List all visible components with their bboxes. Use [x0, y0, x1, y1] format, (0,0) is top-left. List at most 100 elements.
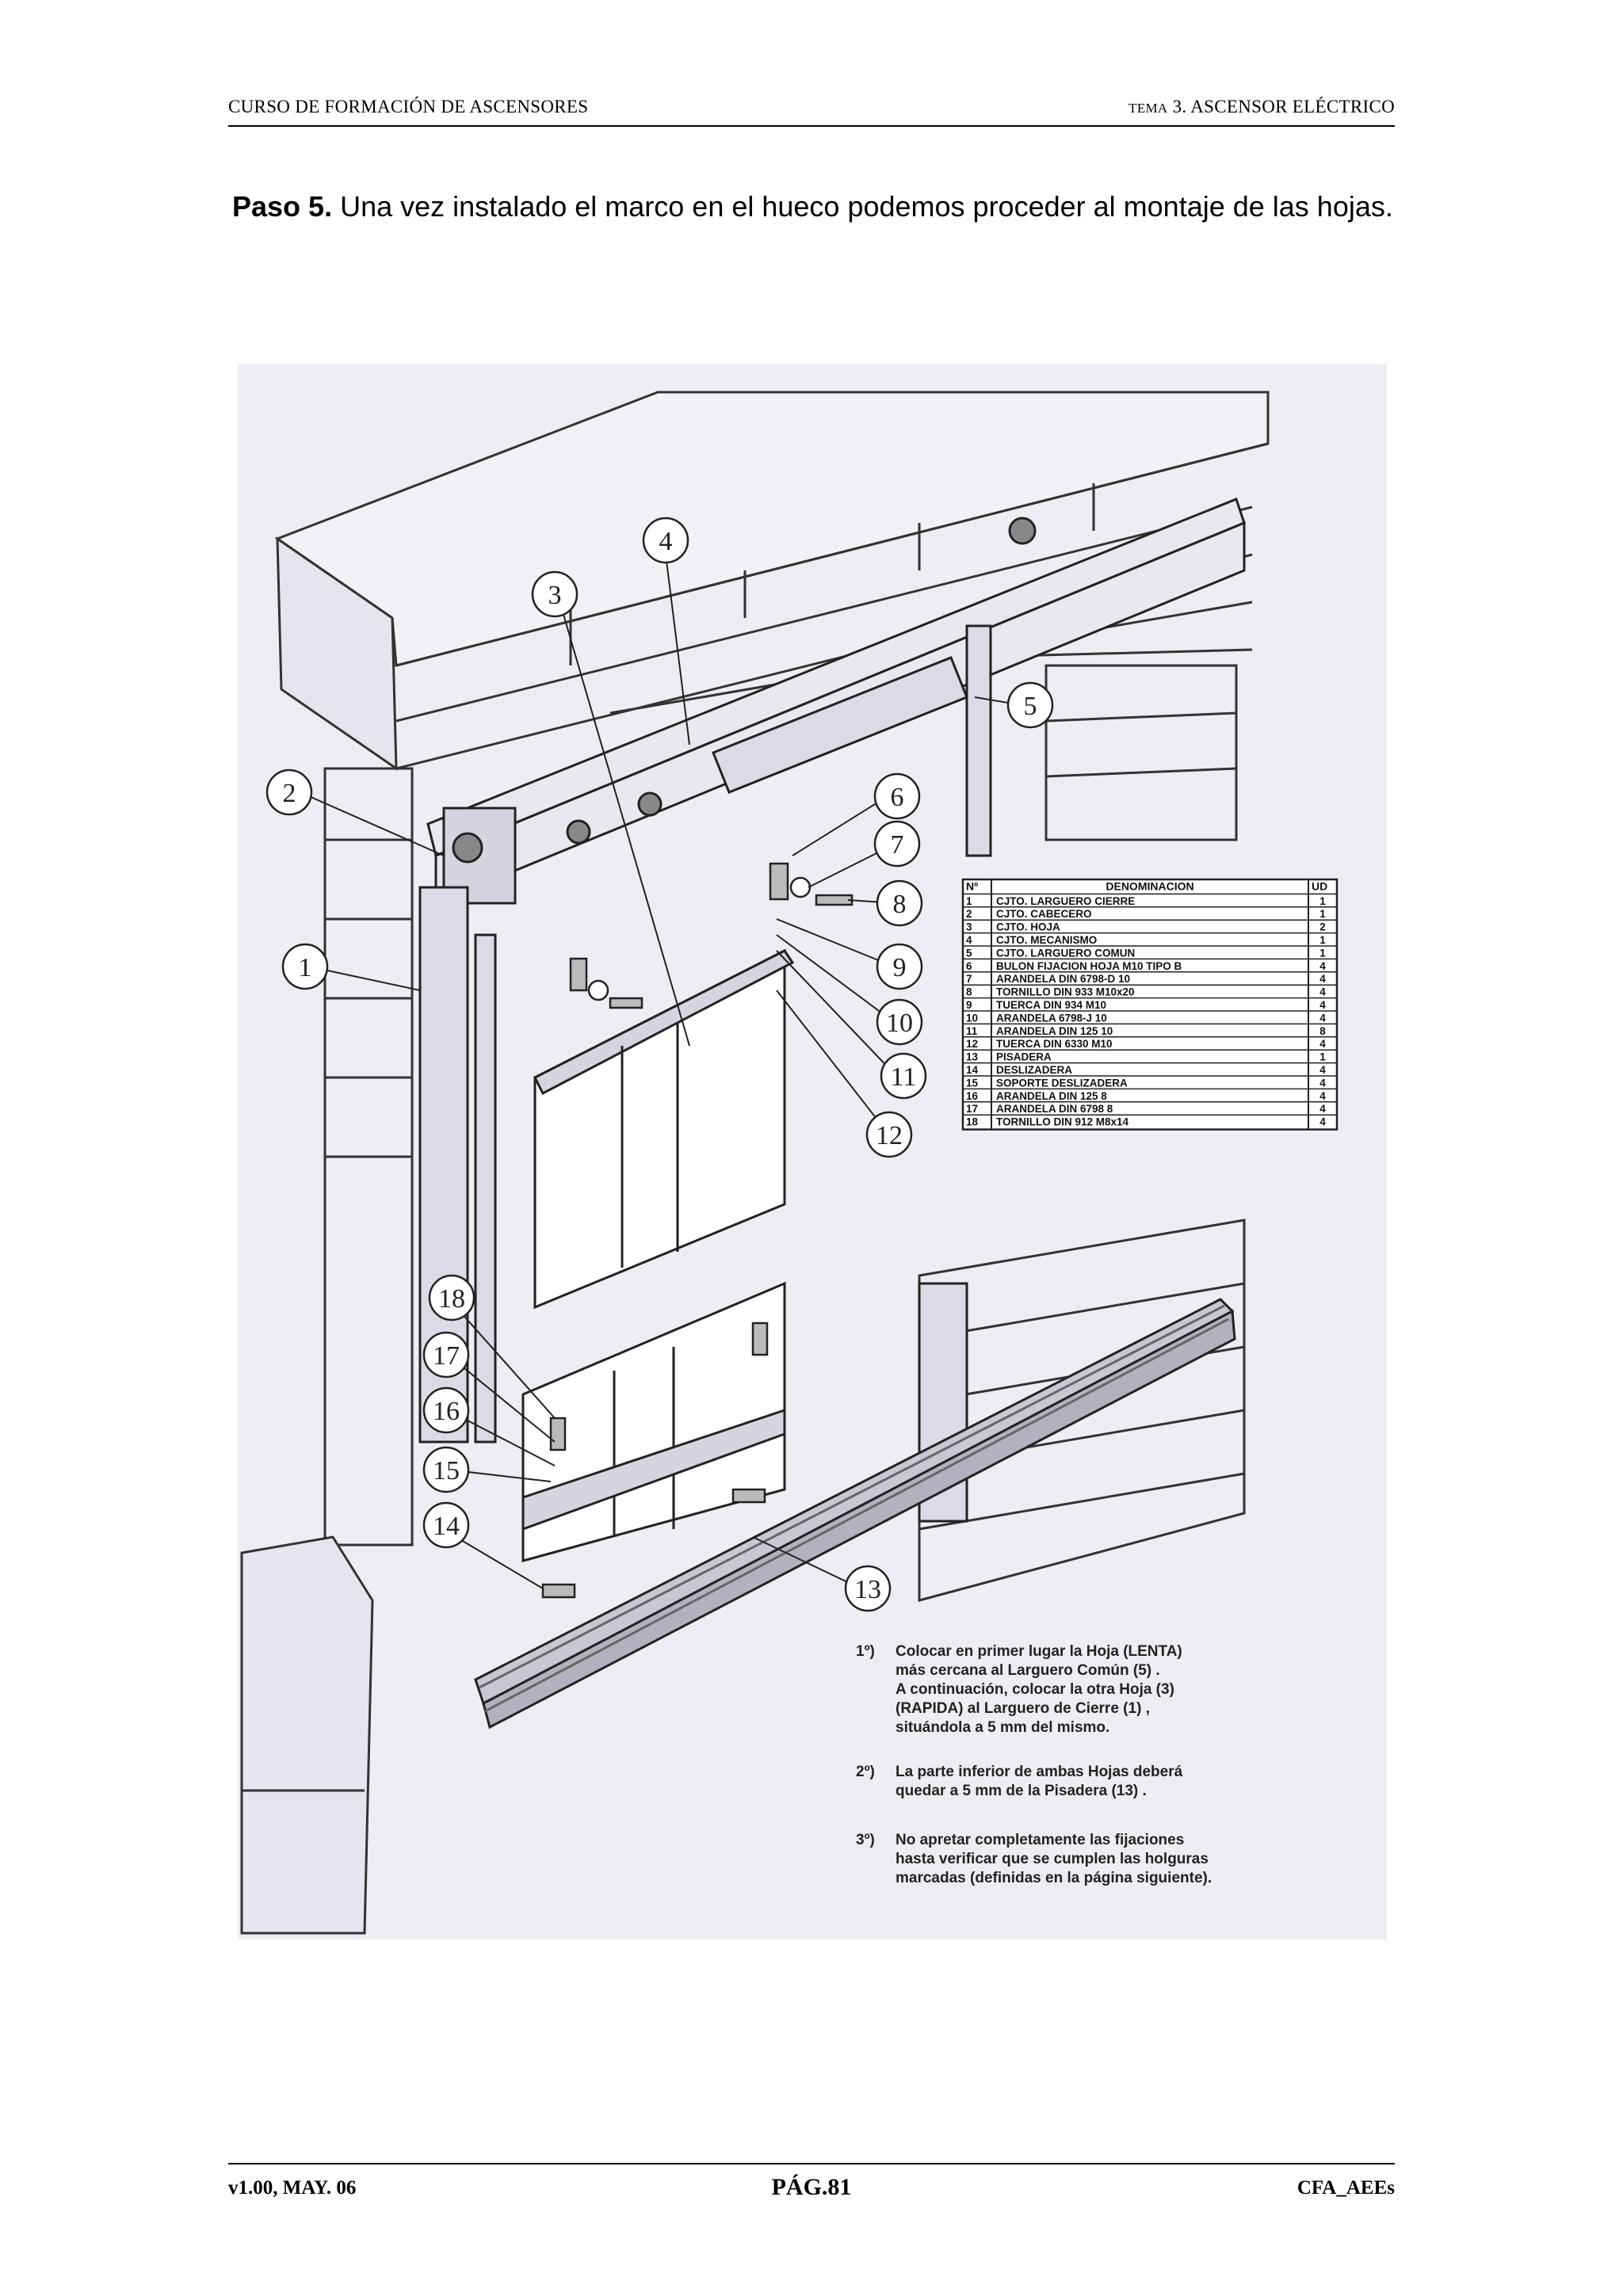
part-quantity: 4	[1319, 1116, 1326, 1128]
callout-number: 15	[433, 1456, 460, 1486]
part-quantity: 4	[1319, 999, 1326, 1011]
header-course-title: CURSO DE FORMACIÓN DE ASCENSORES	[228, 97, 589, 116]
part-quantity: 4	[1319, 986, 1326, 998]
header-topic-title: 3. ASCENSOR ELÉCTRICO	[1172, 97, 1395, 116]
callout-number: 4	[659, 527, 673, 556]
callout-number: 12	[876, 1121, 903, 1150]
note-line: situándola a 5 mm del mismo.	[896, 1719, 1109, 1736]
note-line: La parte inferior de ambas Hojas deberá	[896, 1764, 1183, 1780]
part-name: TORNILLO DIN 912 M8x14	[996, 1116, 1129, 1128]
part-quantity: 4	[1319, 1103, 1326, 1115]
part-name: CJTO. MECANISMO	[996, 934, 1097, 946]
part-number: 17	[966, 1103, 978, 1115]
part-name: TORNILLO DIN 933 M10x20	[996, 986, 1135, 998]
part-quantity: 4	[1319, 973, 1326, 985]
door-panel	[521, 948, 795, 1562]
part-number: 9	[966, 999, 972, 1011]
note-3: 3º) No apretar completamente las fijacion…	[856, 1832, 1212, 1886]
callout-number: 14	[433, 1512, 460, 1541]
callout-8: 8	[876, 879, 923, 927]
callout-number: 9	[893, 953, 907, 982]
callout-11: 11	[880, 1052, 927, 1100]
part-number: 15	[966, 1077, 979, 1089]
callout-16: 16	[422, 1386, 470, 1434]
callout-number: 2	[283, 779, 296, 808]
note-number: 3º)	[856, 1832, 875, 1848]
part-quantity: 1	[1319, 1051, 1326, 1063]
part-number: 2	[966, 908, 972, 920]
sill-pisadera	[474, 1298, 1236, 1730]
callout-number: 3	[548, 581, 562, 610]
callout-4: 4	[642, 517, 689, 564]
parts-table-header-cell: DENOMINACION	[1106, 879, 1193, 892]
wall-structure	[240, 391, 1270, 1935]
note-line: Colocar en primer lugar la Hoja (LENTA)	[896, 1643, 1182, 1660]
callout-13: 13	[844, 1565, 892, 1612]
callout-9: 9	[876, 943, 923, 990]
callout-number: 18	[438, 1284, 465, 1314]
part-name: ARANDELA 6798-J 10	[996, 1012, 1107, 1024]
callout-number: 16	[433, 1397, 460, 1426]
note-2: 2º) La parte inferior de ambas Hojas debe…	[856, 1764, 1183, 1799]
callout-7: 7	[873, 820, 921, 868]
part-quantity: 4	[1319, 1038, 1326, 1050]
part-quantity: 1	[1319, 895, 1326, 907]
parts-table-row: 6 BULON FIJACION HOJA M10 TIPO B 4	[966, 960, 1326, 972]
part-number: 6	[966, 960, 972, 972]
callout-15: 15	[422, 1446, 470, 1493]
callout-12: 12	[865, 1111, 913, 1158]
callout-3: 3	[531, 570, 579, 618]
part-name: SOPORTE DESLIZADERA	[996, 1077, 1128, 1089]
part-name: CJTO. HOJA	[996, 921, 1060, 933]
page-header: CURSO DE FORMACIÓN DE ASCENSORES TEMA 3.…	[228, 93, 1395, 127]
callout-number: 1	[299, 953, 312, 982]
header-topic-prefix: TEMA	[1128, 101, 1168, 116]
part-number: 4	[966, 934, 972, 946]
note-number: 2º)	[856, 1764, 875, 1780]
part-name: BULON FIJACION HOJA M10 TIPO B	[996, 960, 1182, 972]
callout-number: 11	[891, 1062, 917, 1092]
callout-number: 8	[893, 890, 907, 919]
callout-number: 13	[854, 1575, 881, 1604]
part-name: ARANDELA DIN 125 10	[996, 1025, 1113, 1037]
part-name: PISADERA	[996, 1051, 1052, 1063]
part-name: CJTO. CABECERO	[996, 908, 1092, 920]
part-quantity: 4	[1319, 960, 1326, 972]
callout-leaders	[308, 554, 1023, 1589]
part-number: 16	[966, 1090, 979, 1102]
fasteners	[541, 862, 854, 1599]
callout-number: 7	[891, 830, 904, 860]
callout-number: 17	[433, 1341, 460, 1371]
callout-number: 10	[886, 1009, 913, 1038]
callout-5: 5	[1006, 681, 1054, 729]
part-number: 12	[966, 1038, 978, 1050]
callout-number: 5	[1024, 692, 1037, 721]
part-name: CJTO. LARGUERO CIERRE	[996, 895, 1135, 907]
note-line: No apretar completamente las fijaciones	[896, 1832, 1184, 1848]
part-quantity: 8	[1319, 1025, 1326, 1037]
header-rail	[426, 498, 1246, 906]
part-quantity: 1	[1319, 947, 1326, 959]
callout-2: 2	[265, 769, 313, 816]
part-quantity: 4	[1319, 1012, 1326, 1024]
footer-code: CFA_AEEs	[1296, 2177, 1395, 2199]
note-line: quedar a 5 mm de la Pisadera (13) .	[896, 1783, 1147, 1799]
step-paragraph: Paso 5. Una vez instalado el marco en el…	[232, 189, 1393, 225]
